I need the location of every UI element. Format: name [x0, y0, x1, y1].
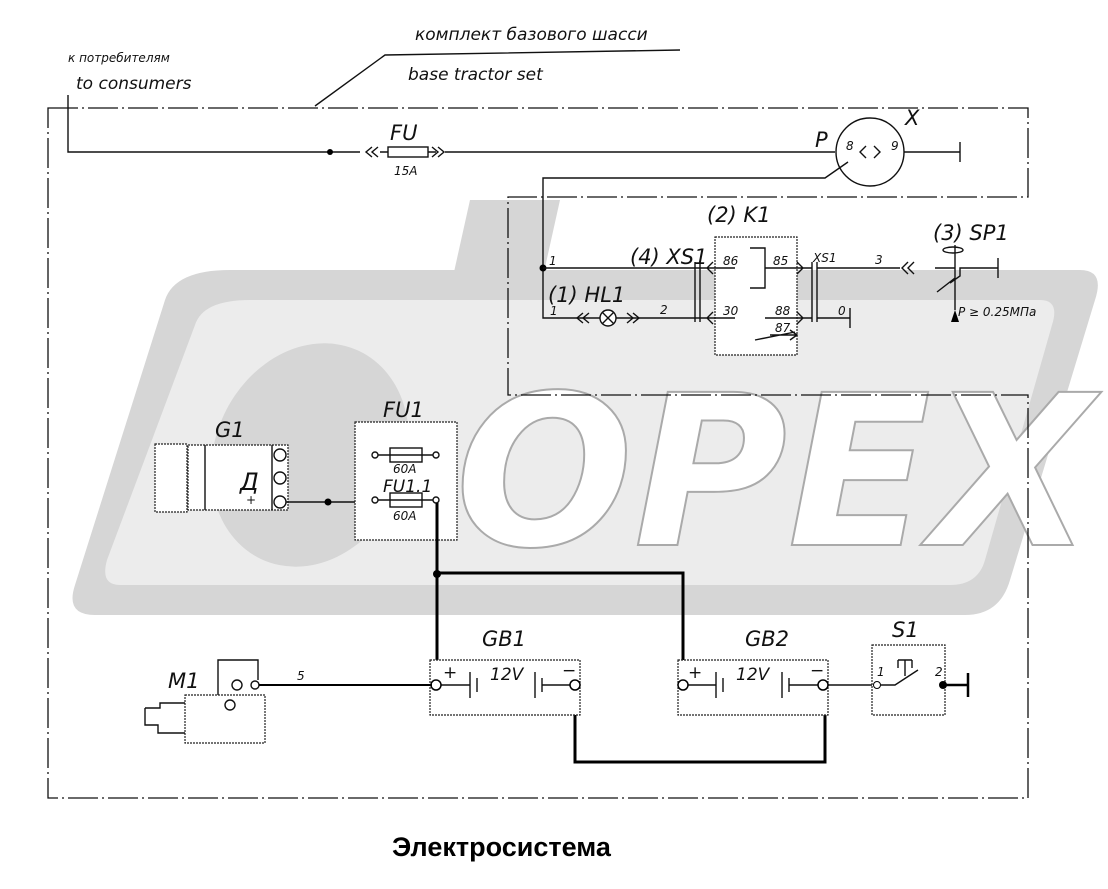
label-consumers-ru: к потребителям [68, 51, 170, 65]
label-gb1: GB1 [482, 627, 526, 651]
label-fu11-rating: 60A [393, 509, 416, 523]
label-fu1-rating: 60A [393, 462, 416, 476]
battery-wiring [433, 503, 827, 764]
label-g1-plus: + [246, 493, 256, 507]
label-fu: FU [390, 121, 417, 145]
label-fu11: FU1.1 [383, 477, 432, 497]
label-consumers-en: to consumers [76, 74, 192, 94]
label-m1: M1 [168, 669, 199, 693]
label-wire0: 0 [838, 304, 846, 318]
label-wire5: 5 [297, 669, 305, 683]
label-k86: 86 [723, 254, 739, 268]
label-wire2: 2 [660, 303, 668, 317]
label-sp1: (3) SP1 [933, 221, 1009, 245]
svg-text:Д: Д [239, 468, 259, 496]
fuse-block-fu1 [354, 421, 458, 541]
label-wire1b: 1 [550, 304, 558, 318]
label-wire1a: 1 [549, 254, 557, 268]
label-base-set-en: base tractor set [408, 65, 544, 85]
label-k30: 30 [723, 304, 739, 318]
label-s1-1: 1 [877, 665, 885, 679]
label-gb2: GB2 [745, 627, 789, 651]
diagram-title: Электросистема [392, 832, 612, 862]
opex-watermark: OPEX [72, 200, 1103, 615]
switch-s1 [871, 644, 970, 716]
label-k1: (2) K1 [707, 203, 771, 227]
base-set-boundary [47, 49, 1029, 799]
label-p: P [815, 128, 828, 152]
label-gb1-minus: − [562, 661, 576, 681]
generator-g1: Д [154, 443, 372, 513]
label-gb2-plus: + [688, 663, 702, 683]
relay-circuit [539, 236, 999, 356]
fuse-fu [67, 95, 835, 158]
watermark-text: OPEX [455, 350, 1102, 595]
label-gb2-voltage: 12V [736, 665, 771, 685]
label-gb1-voltage: 12V [490, 665, 525, 685]
label-s1: S1 [892, 618, 919, 642]
label-g1: G1 [215, 418, 245, 442]
label-base-set-ru: комплект базового шасси [415, 25, 648, 45]
label-xs1-small: XS1 [812, 251, 836, 265]
label-pin8: 8 [846, 139, 854, 153]
label-fu-rating: 15A [394, 164, 417, 178]
label-gb2-minus: − [810, 661, 824, 681]
label-pressure: P ≥ 0.25МПа [958, 305, 1036, 319]
label-k85: 85 [773, 254, 788, 268]
label-fu1: FU1 [383, 398, 424, 422]
label-s1-2: 2 [935, 665, 943, 679]
label-x: X [904, 106, 920, 130]
battery-gb2 [677, 659, 872, 716]
label-wire3: 3 [875, 253, 883, 267]
battery-gb1 [429, 659, 581, 716]
starter-m1 [144, 659, 432, 744]
label-gb1-plus: + [443, 663, 457, 683]
label-k87: 87 [775, 321, 791, 335]
label-hl1: (1) HL1 [548, 283, 625, 307]
label-xs1: (4) XS1 [630, 245, 708, 269]
label-k88: 88 [775, 304, 791, 318]
connector-x [542, 117, 961, 319]
label-pin9: 9 [891, 139, 899, 153]
